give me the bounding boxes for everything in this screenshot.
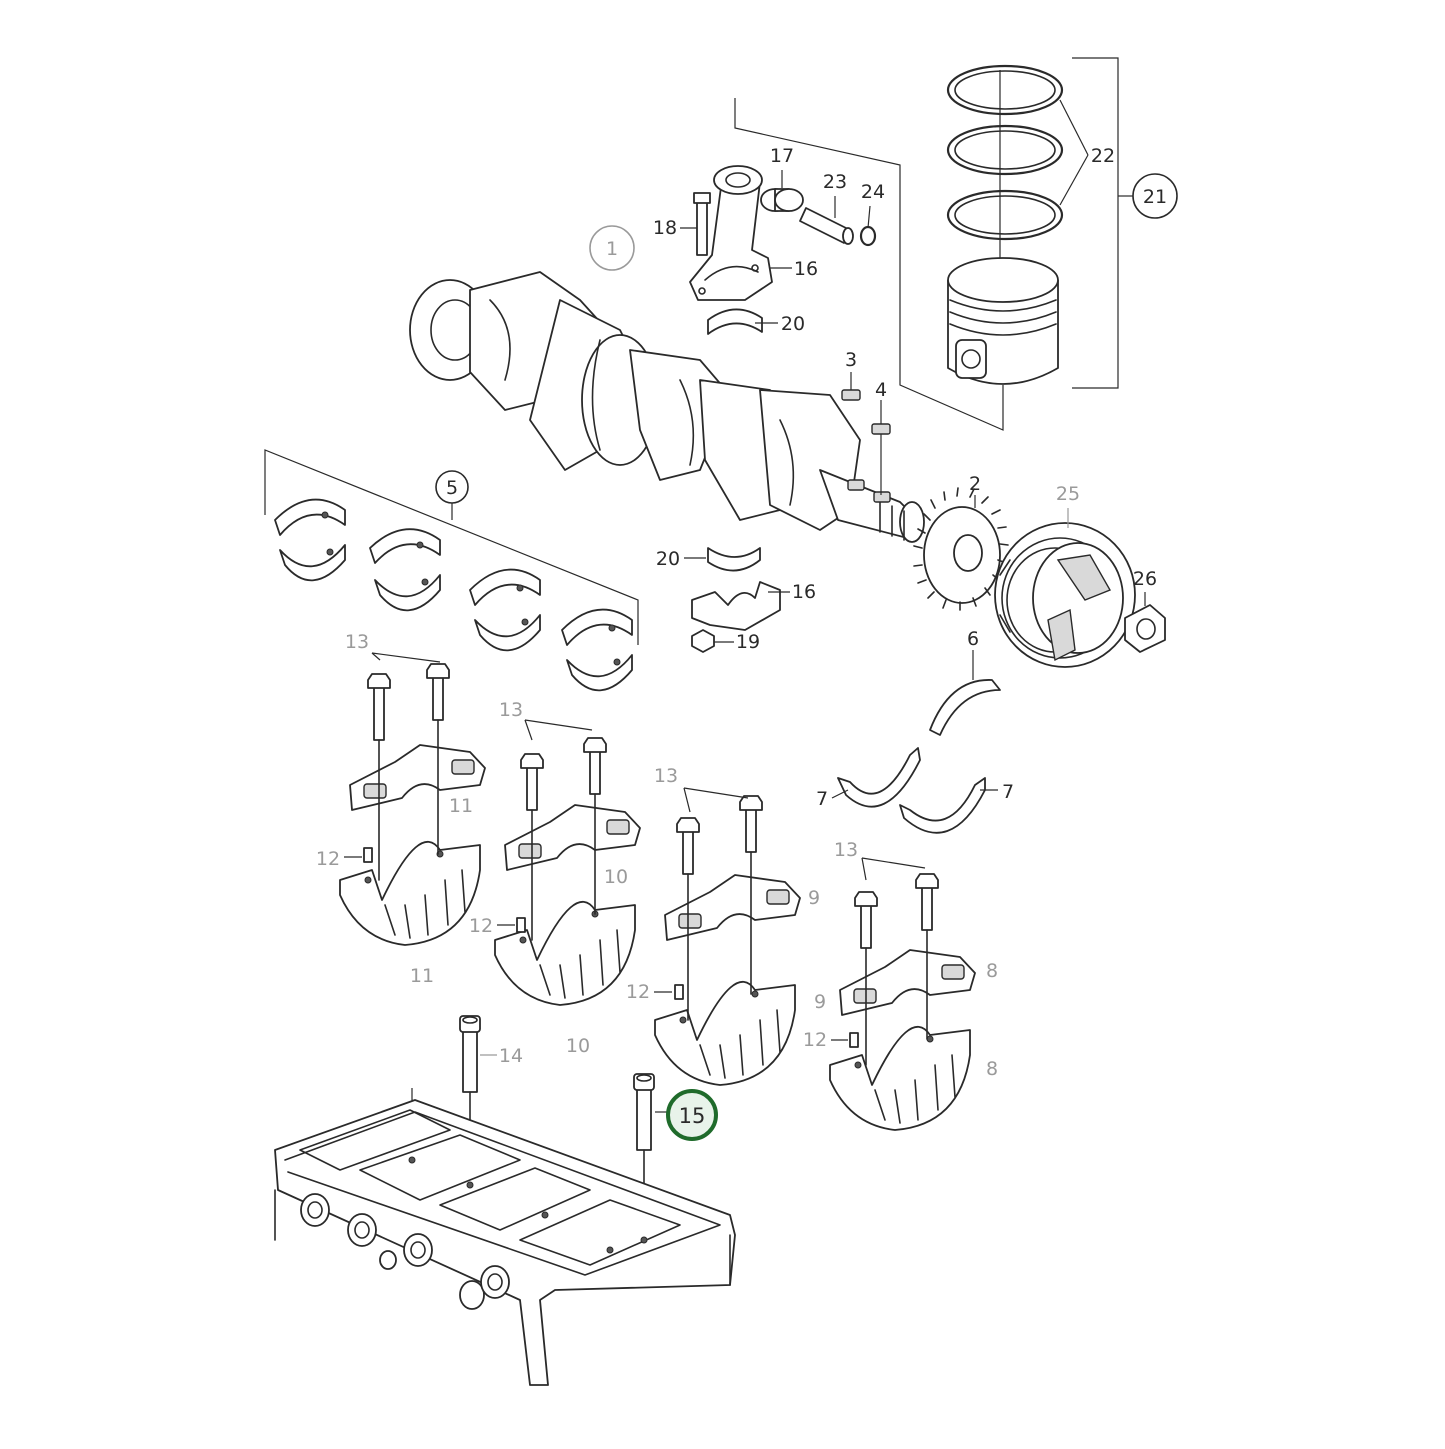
svg-text:21: 21 [1143,186,1167,208]
dowel-12-d [849,1032,859,1048]
pulley-nut [1124,604,1166,653]
label-13-b[interactable]: 13 [499,699,523,721]
piston [947,257,1059,385]
label-8-base[interactable]: 8 [986,1058,998,1080]
crankshaft-gear [913,487,1009,611]
thrust-washer-6 [929,679,1001,736]
circlip [859,225,877,247]
piston-ring-lower [946,189,1064,241]
conrod-cap [691,581,781,631]
thrust-washer-7-left [837,747,921,808]
bolt-14 [459,1015,481,1093]
main-bolt-13-c1 [676,817,700,875]
label-12-a[interactable]: 12 [316,848,340,870]
callout-5[interactable]: 5 [435,470,469,504]
label-10-cap[interactable]: 10 [604,866,628,888]
dowel-12-c [674,984,684,1000]
main-bolt-13-d2 [915,873,939,931]
main-bearing-cap-11 [339,744,486,946]
dowel-12-b [516,917,526,933]
label-14[interactable]: 14 [499,1045,523,1067]
small-end-bushing [760,188,804,212]
label-9-base[interactable]: 9 [814,991,826,1013]
label-7-left[interactable]: 7 [816,788,828,810]
label-22[interactable]: 22 [1091,145,1115,167]
conrod-bearing-upper [707,308,763,335]
label-12-b[interactable]: 12 [469,915,493,937]
dowel-12-a [363,847,373,863]
label-13-c[interactable]: 13 [654,765,678,787]
label-23[interactable]: 23 [823,171,847,193]
conrod-bearing-lower [707,547,761,572]
label-18[interactable]: 18 [653,217,677,239]
bearing-bridge-frame [274,1099,736,1386]
svg-text:5: 5 [446,477,458,499]
main-bolt-13-a1 [367,673,391,741]
label-11-cap[interactable]: 11 [449,795,473,817]
callout-15-highlighted[interactable]: 15 [655,1089,718,1141]
label-7-right[interactable]: 7 [1002,781,1014,803]
label-8-cap[interactable]: 8 [986,960,998,982]
bearing-shell-set-3 [469,568,541,652]
piston-ring-upper [946,64,1064,116]
label-9-cap[interactable]: 9 [808,887,820,909]
label-10-base[interactable]: 10 [566,1035,590,1057]
main-bolt-13-b2 [583,737,607,795]
label-13-d[interactable]: 13 [834,839,858,861]
label-3[interactable]: 3 [845,349,857,371]
label-4[interactable]: 4 [875,379,887,401]
label-6[interactable]: 6 [967,628,979,650]
main-bearing-cap-8 [829,949,976,1131]
main-bearing-cap-10 [494,804,641,1006]
label-16-top[interactable]: 16 [794,258,818,280]
bearing-shell-set-2 [369,528,441,612]
label-12-d[interactable]: 12 [803,1029,827,1051]
label-20-mid[interactable]: 20 [656,548,680,570]
rod-bolt [693,192,711,256]
crankshaft [409,271,925,543]
thrust-washer-7-right [899,777,986,834]
bearing-shell-set-1 [274,498,346,582]
key-3 [841,389,861,401]
main-bolt-13-b1 [520,753,544,811]
label-26[interactable]: 26 [1133,568,1157,590]
crankshaft-pulley [994,522,1136,668]
connecting-rod [689,165,773,301]
piston-pin [799,207,854,245]
main-bearing-cap-9 [654,874,801,1086]
label-19[interactable]: 19 [736,631,760,653]
svg-text:15: 15 [679,1104,706,1128]
svg-text:1: 1 [606,238,618,260]
bearing-shell-set-4 [561,608,633,692]
main-bolt-13-a2 [426,663,450,721]
label-12-c[interactable]: 12 [626,981,650,1003]
label-24[interactable]: 24 [861,181,885,203]
label-25[interactable]: 25 [1056,483,1080,505]
callout-21[interactable]: 21 [1132,173,1178,219]
main-bolt-13-c2 [739,795,763,853]
label-17[interactable]: 17 [770,145,794,167]
label-11-base[interactable]: 11 [410,965,434,987]
main-bolt-13-d1 [854,891,878,949]
callout-1[interactable]: 1 [606,238,618,260]
piston-ring-middle [946,124,1064,176]
bolt-15 [633,1073,655,1151]
conrod-nut [691,629,715,653]
key-4 [871,423,891,435]
label-2[interactable]: 2 [969,473,981,495]
label-20-top[interactable]: 20 [781,313,805,335]
label-13-a[interactable]: 13 [345,631,369,653]
label-16-mid[interactable]: 16 [792,581,816,603]
